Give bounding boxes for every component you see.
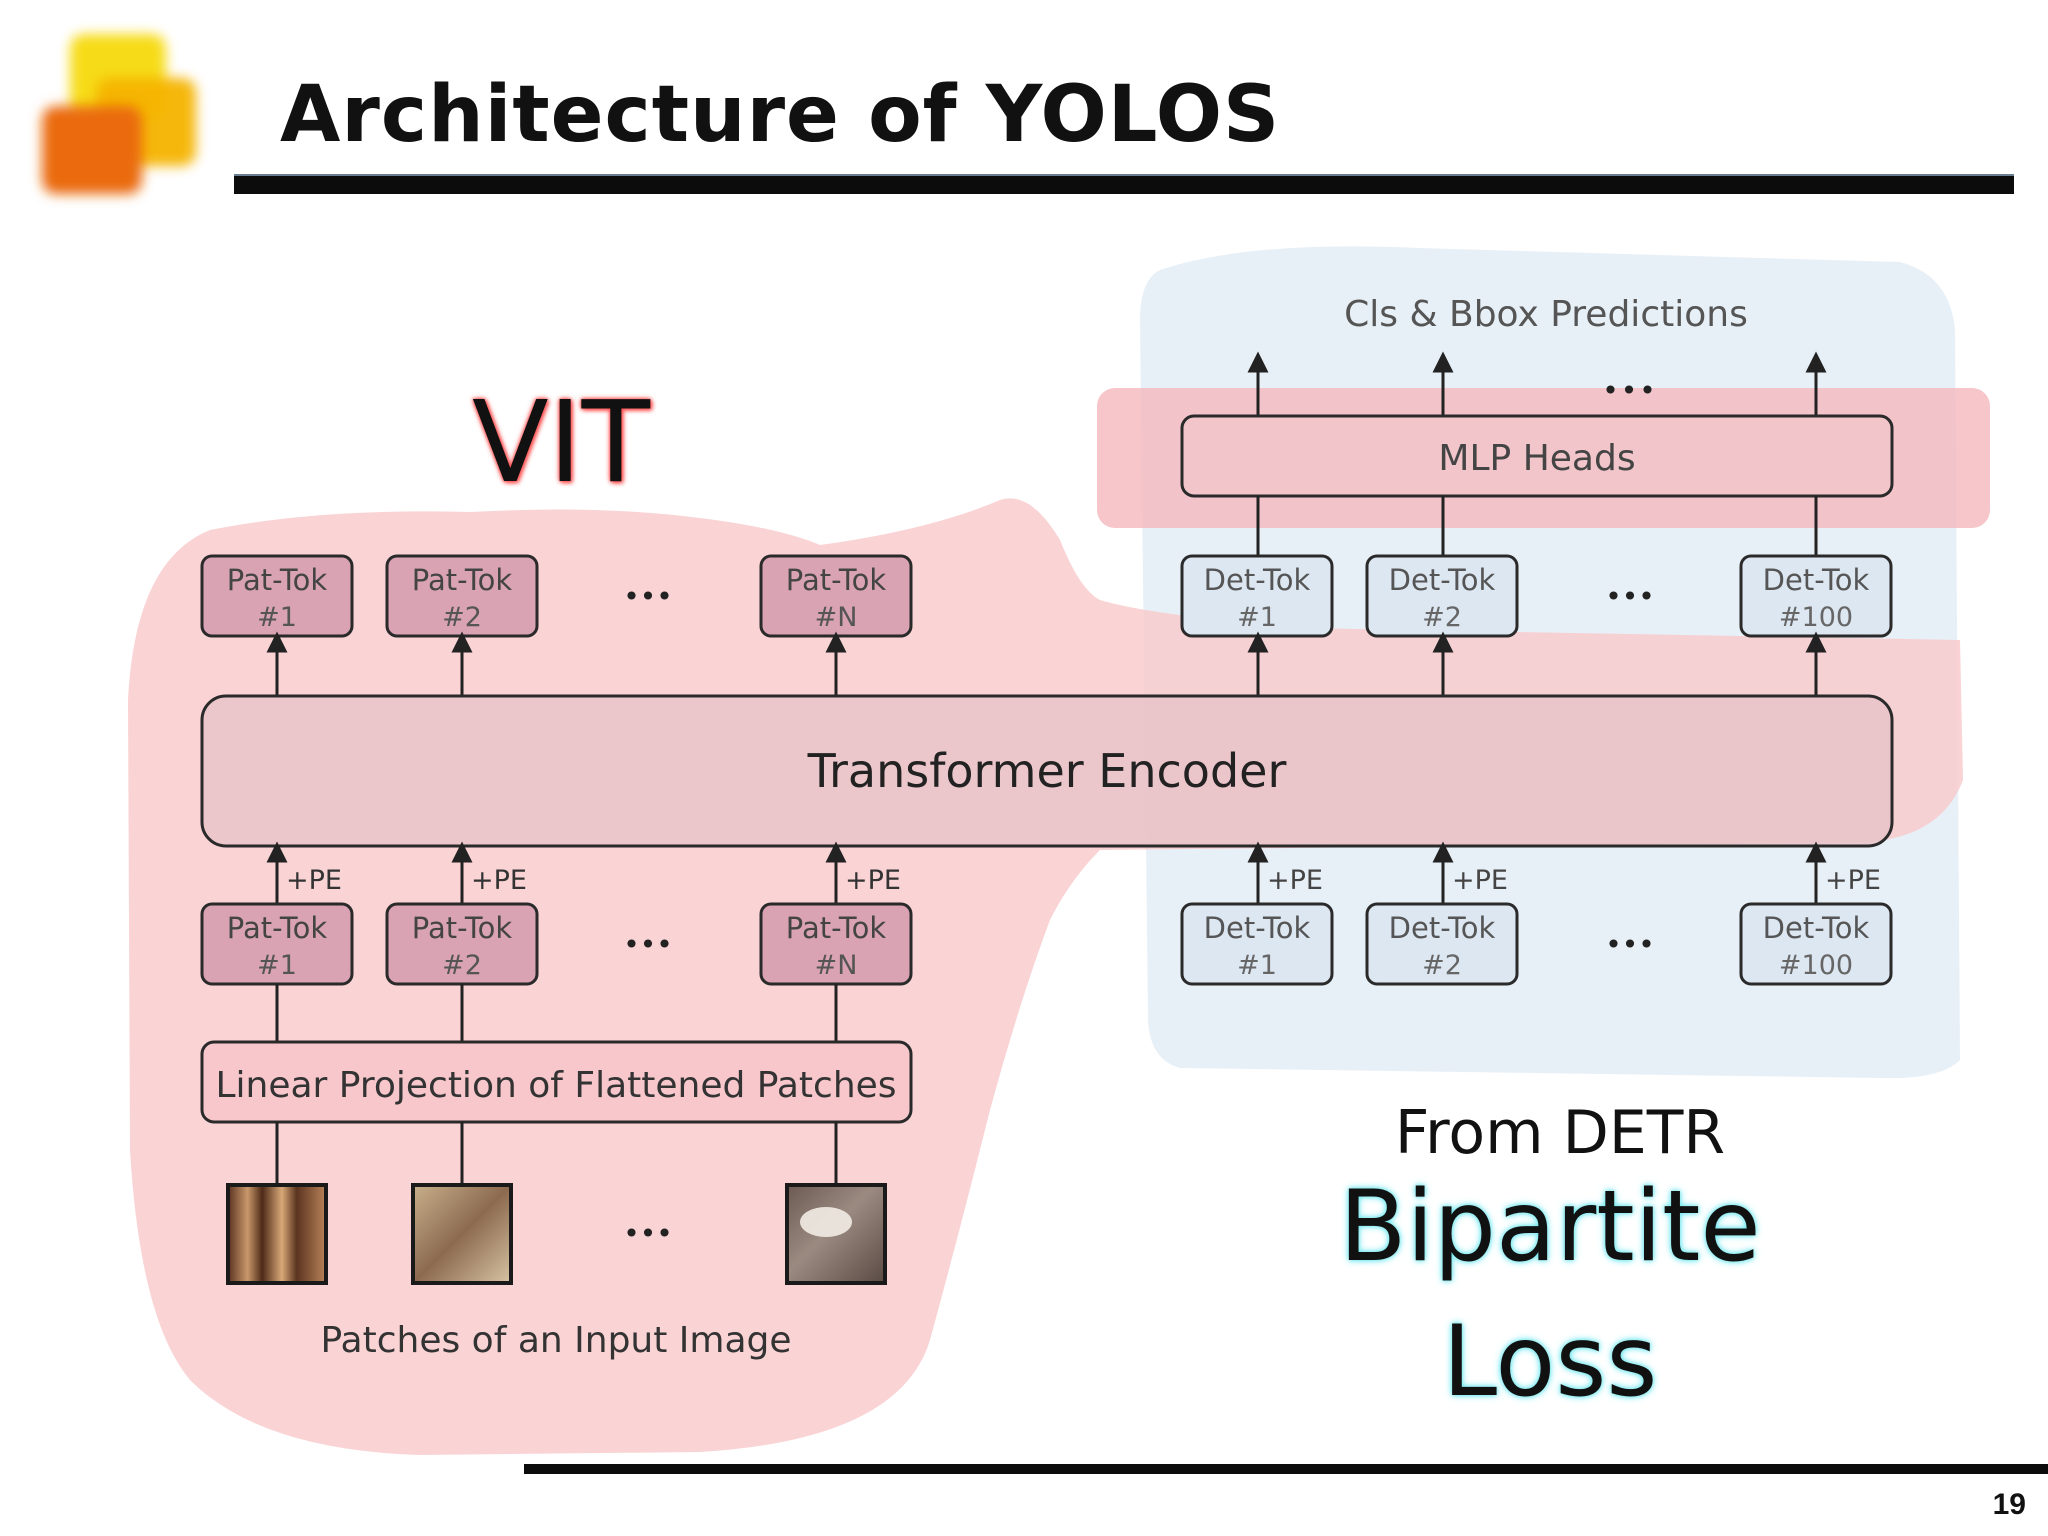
transformer-encoder-label: Transformer Encoder [807,744,1287,798]
bottom-patch-token-n: Pat-Tok #N [759,902,913,986]
mlp-heads-label: MLP Heads [1438,438,1635,479]
top-patch-token-1: Pat-Tok #1 [200,554,354,638]
token-name: Pat-Tok [227,911,328,945]
bottom-det-token-2: Det-Tok #2 [1365,902,1519,986]
top-det-token-1: Det-Tok #1 [1180,554,1334,638]
pe-label: +PE [1825,865,1881,896]
token-number: #100 [1779,602,1853,633]
bottom-det-ellipsis: ••• [1605,928,1655,961]
token-name: Pat-Tok [786,563,887,597]
from-detr-annotation: From DETR [1394,1098,1726,1168]
slide-title: Architecture of YOLOS [280,70,1281,160]
token-name: Det-Tok [1763,563,1870,597]
top-det-token-100: Det-Tok #100 [1739,554,1893,638]
top-patch-ellipsis: ••• [623,580,673,613]
image-patch-1 [226,1183,328,1285]
bottom-patch-ellipsis: ••• [623,928,673,961]
pe-label: +PE [1267,865,1323,896]
top-patch-token-n: Pat-Tok #N [759,554,913,638]
token-number: #100 [1779,950,1853,981]
footer-rule [524,1464,2048,1474]
token-name: Pat-Tok [412,563,513,597]
token-number: #N [815,950,858,981]
transformer-encoder-box [200,694,1894,848]
bottom-patch-token-1: Pat-Tok #1 [200,902,354,986]
token-name: Pat-Tok [412,911,513,945]
pe-label: +PE [1452,865,1508,896]
bottom-det-token-1: Det-Tok #1 [1180,902,1334,986]
token-number: #2 [1422,602,1462,633]
linear-projection-label: Linear Projection of Flattened Patches [215,1065,896,1106]
image-patch-2 [411,1183,513,1285]
loss-annotation: Loss [1442,1305,1658,1419]
top-patch-token-2: Pat-Tok #2 [385,554,539,638]
token-number: #1 [1237,950,1277,981]
top-det-token-2: Det-Tok #2 [1365,554,1519,638]
token-name: Det-Tok [1763,911,1870,945]
mlp-heads-box [1180,414,1894,498]
pe-label: +PE [845,865,901,896]
token-name: Det-Tok [1389,911,1496,945]
token-name: Pat-Tok [227,563,328,597]
token-name: Det-Tok [1389,563,1496,597]
token-name: Det-Tok [1204,911,1311,945]
bottom-det-token-100: Det-Tok #100 [1739,902,1893,986]
pe-label: +PE [471,865,527,896]
top-det-ellipsis: ••• [1605,580,1655,613]
predictions-ellipsis: ••• [1602,374,1658,407]
slide-logo [42,34,196,194]
title-underline [234,176,2014,194]
predictions-label: Cls & Bbox Predictions [1344,294,1748,335]
token-number: #2 [442,950,482,981]
bottom-patch-token-2: Pat-Tok #2 [385,902,539,986]
token-number: #2 [442,602,482,633]
token-number: #2 [1422,950,1462,981]
image-patch-ellipsis: ••• [623,1217,673,1250]
linear-projection-box [200,1040,913,1124]
bipartite-annotation: Bipartite [1339,1170,1761,1284]
pe-label: +PE [286,865,342,896]
vit-annotation: VIT [472,378,651,508]
token-number: #N [815,602,858,633]
token-number: #1 [1237,602,1277,633]
patches-label: Patches of an Input Image [320,1320,791,1361]
token-name: Pat-Tok [786,911,887,945]
page-number: 19 [1992,1488,2026,1521]
token-name: Det-Tok [1204,563,1311,597]
token-number: #1 [257,602,297,633]
token-number: #1 [257,950,297,981]
